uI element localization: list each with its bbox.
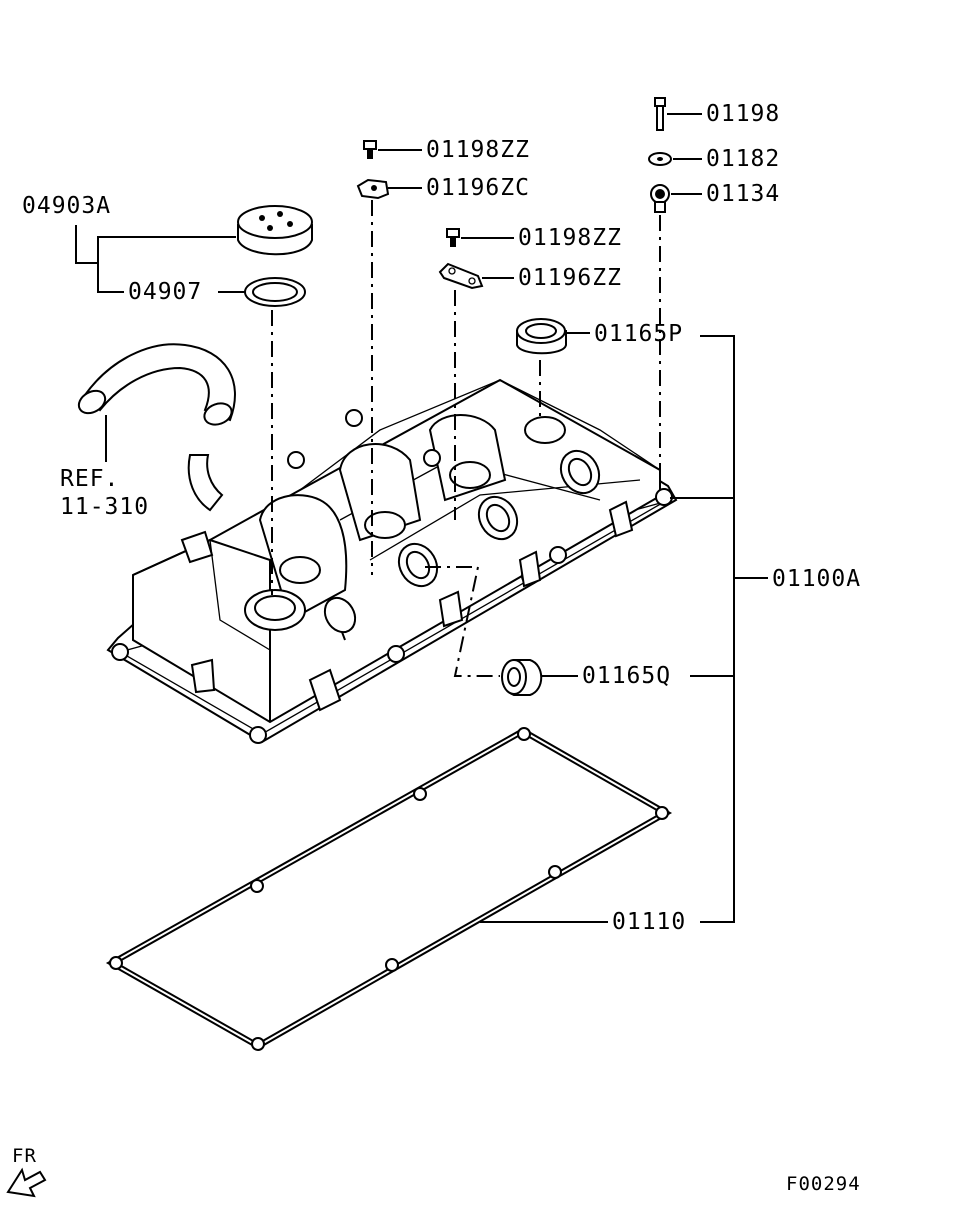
cover-gasket xyxy=(105,727,673,1051)
leader-lines xyxy=(75,113,768,923)
stud-bolt xyxy=(654,97,666,131)
label-01196zc: 01196ZC xyxy=(426,175,530,201)
label-01198: 01198 xyxy=(706,101,780,127)
label-01165q: 01165Q xyxy=(582,663,671,689)
label-01198zz-center: 01198ZZ xyxy=(426,137,530,163)
front-indicator: FR xyxy=(6,1145,47,1198)
label-01110: 01110 xyxy=(612,909,686,935)
bracket-center xyxy=(356,178,390,200)
figure-code: F00294 xyxy=(786,1173,861,1195)
callout-labels: 01198 01182 01134 01198ZZ 01196ZC 01198Z… xyxy=(22,101,861,935)
label-01182: 01182 xyxy=(706,146,780,172)
front-indicator-label: FR xyxy=(12,1145,37,1167)
rocker-cover xyxy=(106,378,678,744)
label-01100a: 01100A xyxy=(772,566,861,592)
label-01134: 01134 xyxy=(706,181,780,207)
label-01165p: 01165P xyxy=(594,321,683,347)
ref-label-line2: 11-310 xyxy=(60,494,149,520)
label-01198zz-right: 01198ZZ xyxy=(518,225,622,251)
front-arrow-icon xyxy=(6,1167,47,1198)
bolt-center xyxy=(363,140,377,159)
grommet xyxy=(650,184,670,213)
bracket-right xyxy=(438,262,484,290)
breather-hose xyxy=(77,343,236,512)
label-04907: 04907 xyxy=(128,279,202,305)
alignment-lines xyxy=(271,200,661,677)
bolt-right xyxy=(446,228,460,247)
oil-cap-gasket xyxy=(244,277,306,307)
plug-seal-lower xyxy=(501,659,543,696)
plug-seal-upper xyxy=(516,318,567,355)
label-01196zz: 01196ZZ xyxy=(518,265,622,291)
label-04903a: 04903A xyxy=(22,193,111,219)
washer xyxy=(648,152,672,166)
ref-label-line1: REF. xyxy=(60,466,119,492)
oil-filler-cap xyxy=(237,205,313,256)
